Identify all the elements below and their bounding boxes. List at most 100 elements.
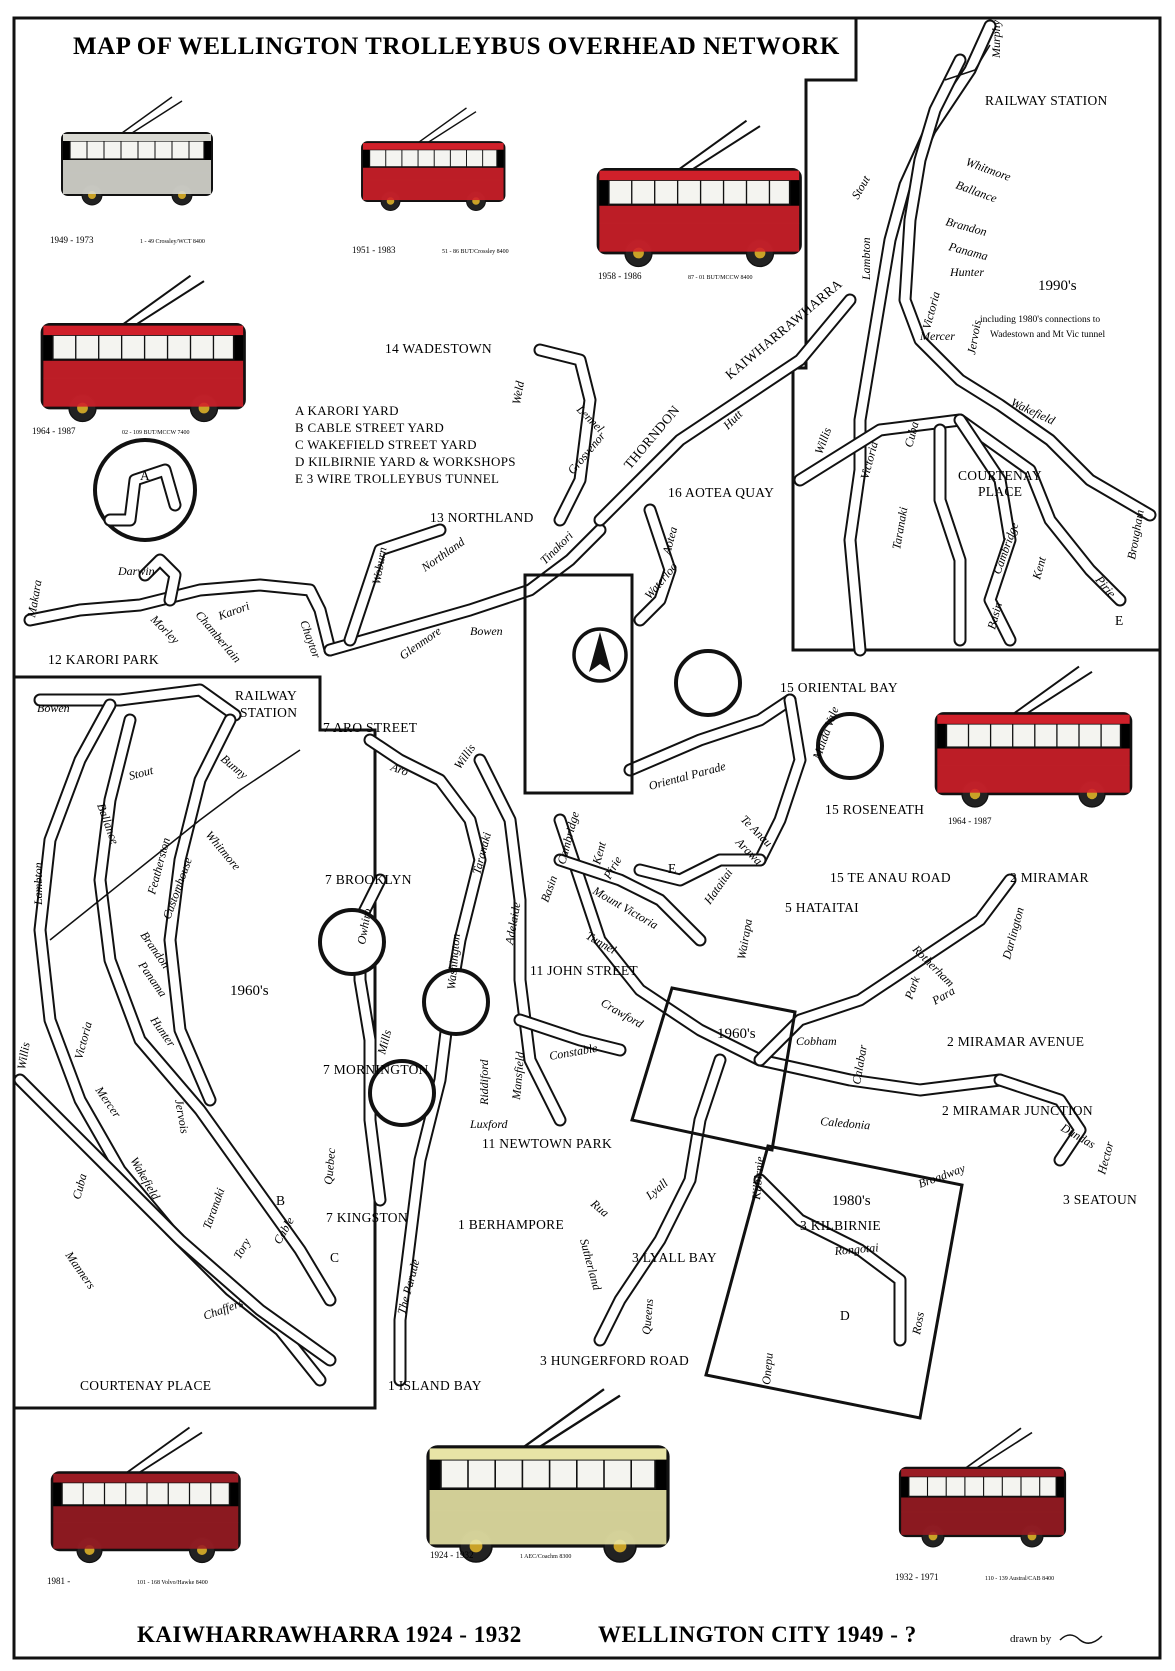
route-miramar-junction: 2 MIRAMAR JUNCTION [942, 1103, 1093, 1118]
inset60-street-taranaki: Taranaki [200, 1186, 228, 1231]
route-lyall-bay: 3 LYALL BAY [632, 1250, 717, 1265]
street-kent: Kent [589, 840, 609, 867]
route-kingston: 7 KINGSTON [326, 1210, 408, 1225]
street-riddiford: Riddiford [477, 1058, 491, 1106]
bus-caption: 101 - 168 Volvo/Hawke 8400 [137, 1580, 208, 1586]
turning-circles [93, 438, 884, 1127]
bus-body [599, 205, 800, 252]
inset-1990s: RAILWAY STATION Murphy Stout Lambton Whi… [791, 18, 1160, 657]
inset90-note-1: including 1980's connections to [980, 315, 1100, 325]
inset60-label-b: B [276, 1193, 285, 1208]
street-cobham: Cobham [796, 1034, 837, 1048]
bus-roof [429, 1448, 667, 1460]
bus-roof [937, 714, 1130, 724]
street-makara: Makara [24, 579, 45, 620]
inset90-street-victoria: Victoria [919, 290, 942, 331]
bus-caption: 02 - 109 BUT/MCCW 7400 [122, 430, 190, 436]
street-mansfield: Mansfield [509, 1050, 527, 1101]
bus-roof [362, 143, 504, 150]
bus-body [362, 167, 504, 201]
route-seatoun: 3 SEATOUN [1063, 1192, 1137, 1207]
street-mills: Mills [374, 1028, 394, 1057]
legend: A KARORI YARD B CABLE STREET YARD C WAKE… [295, 403, 516, 486]
street-luxford: Luxford [469, 1117, 509, 1131]
street-aro: Aro [388, 759, 410, 779]
bus-caption: 87 - 01 BUT/MCCW 8400 [688, 275, 753, 281]
route-oriental-bay: 15 ORIENTAL BAY [780, 680, 898, 695]
street-wairapa: Wairapa [734, 918, 755, 961]
route-mornington: 7 MORNINGTON [323, 1062, 429, 1077]
street-calabar: Calabar [849, 1043, 870, 1085]
inset90-street-mercer: Mercer [919, 329, 955, 343]
street-ross: Ross [909, 1310, 927, 1336]
bus-body [53, 1506, 239, 1549]
bus-illustration [426, 1387, 670, 1564]
route-brooklyn: 7 BROOKLYN [325, 872, 412, 887]
route-newtown-park: 11 NEWTOWN PARK [482, 1136, 612, 1151]
label-era-1960s: 1960's [717, 1026, 756, 1042]
footer-kaiwharrawharra: KAIWHARRAWHARRA 1924 - 1932 [137, 1622, 522, 1647]
label-yard-a: A [140, 468, 150, 483]
route-roseneath: 15 ROSENEATH [825, 802, 924, 817]
route-wadestown: 14 WADESTOWN [385, 341, 492, 356]
inset90-courtenay-1: COURTENAY [958, 468, 1042, 483]
inset60-street-victoria: Victoria [71, 1020, 94, 1061]
route-berhampore: 1 BERHAMPORE [458, 1217, 564, 1232]
inset60-street-manners: Manners [62, 1248, 99, 1292]
street-sutherland: Sutherland [577, 1237, 604, 1292]
bus-body [63, 160, 211, 194]
inset90-street-murphy: Murphy [989, 19, 1003, 59]
inset60-street-jervois: Jervois [172, 1098, 192, 1135]
street-onepu: Onepu [759, 1352, 776, 1385]
bus-roof [43, 325, 244, 336]
inset90-street-hunter: Hunter [949, 265, 984, 279]
inset60-street-willis: Willis [14, 1041, 33, 1071]
street-para: Para [929, 983, 958, 1008]
map-frame [12, 16, 1162, 1660]
inset60-street-stout: Stout [127, 763, 155, 783]
street-crawford: Crawford [599, 995, 647, 1031]
street-hector: Hector [1094, 1140, 1116, 1177]
inset90-street-stout: Stout [848, 173, 873, 202]
inset90-street-cuba: Cuba [901, 420, 921, 449]
label-yard-d: D [840, 1308, 850, 1323]
inset60-street-bowen: Bowen [37, 701, 70, 715]
street-bowen: Bowen [470, 624, 503, 638]
street-constable: Constable [548, 1041, 599, 1063]
route-labels: 14 WADESTOWN 13 NORTHLAND 16 AOTEA QUAY … [48, 341, 1137, 1393]
street-queens: Queens [639, 1298, 656, 1335]
bus-caption: 51 - 86 BUT/Crossley 8400 [442, 249, 509, 255]
inset60-railway-1: RAILWAY [235, 688, 297, 703]
street-darlington: Darlington [999, 906, 1027, 962]
inset60-street-whitmore: Whitmore [203, 828, 244, 873]
inset90-street-taranaki: Taranaki [889, 506, 910, 551]
legend-e: E 3 WIRE TROLLEYBUS TUNNEL [295, 471, 499, 486]
inset60-street-ballance: Ballance [94, 801, 122, 846]
label-era-1980s: 1980's [832, 1193, 871, 1209]
inset90-street-basin: Basin [984, 601, 1005, 631]
bus-caption: 1 AEC/Coachm 8300 [520, 1554, 571, 1560]
inset90-courtenay-2: PLACE [978, 484, 1022, 499]
bus-years: 1924 - 1932 [430, 1550, 474, 1560]
inset90-street-whitmore: Whitmore [964, 155, 1013, 184]
inset90-era: 1990's [1038, 278, 1077, 294]
bus-illustration [596, 119, 802, 268]
bus-body [429, 1490, 667, 1545]
inset-1960s: RAILWAY STATION Bowen Stout Bunny Lambto… [13, 675, 377, 1410]
inset60-street-featherston: Featherston [144, 836, 173, 897]
street-broadway: Broadway [916, 1161, 967, 1191]
inset90-street-kent: Kent [1029, 555, 1049, 582]
city-detail-box [523, 573, 634, 795]
street-rua: Rua [587, 1196, 612, 1220]
bus-illustration [40, 274, 246, 423]
inset90-street-cambridge: Cambridge [990, 520, 1022, 576]
legend-d: D KILBIRNIE YARD & WORKSHOPS [295, 454, 516, 469]
inset60-street-cuba: Cuba [69, 1172, 89, 1201]
detail-box-1980s [704, 1144, 964, 1420]
route-miramar: 2 MIRAMAR [1010, 870, 1089, 885]
inset60-label-c: C [330, 1250, 339, 1265]
bus-years: 1964 - 1987 [32, 426, 76, 436]
street-washington: Washington [444, 933, 463, 990]
